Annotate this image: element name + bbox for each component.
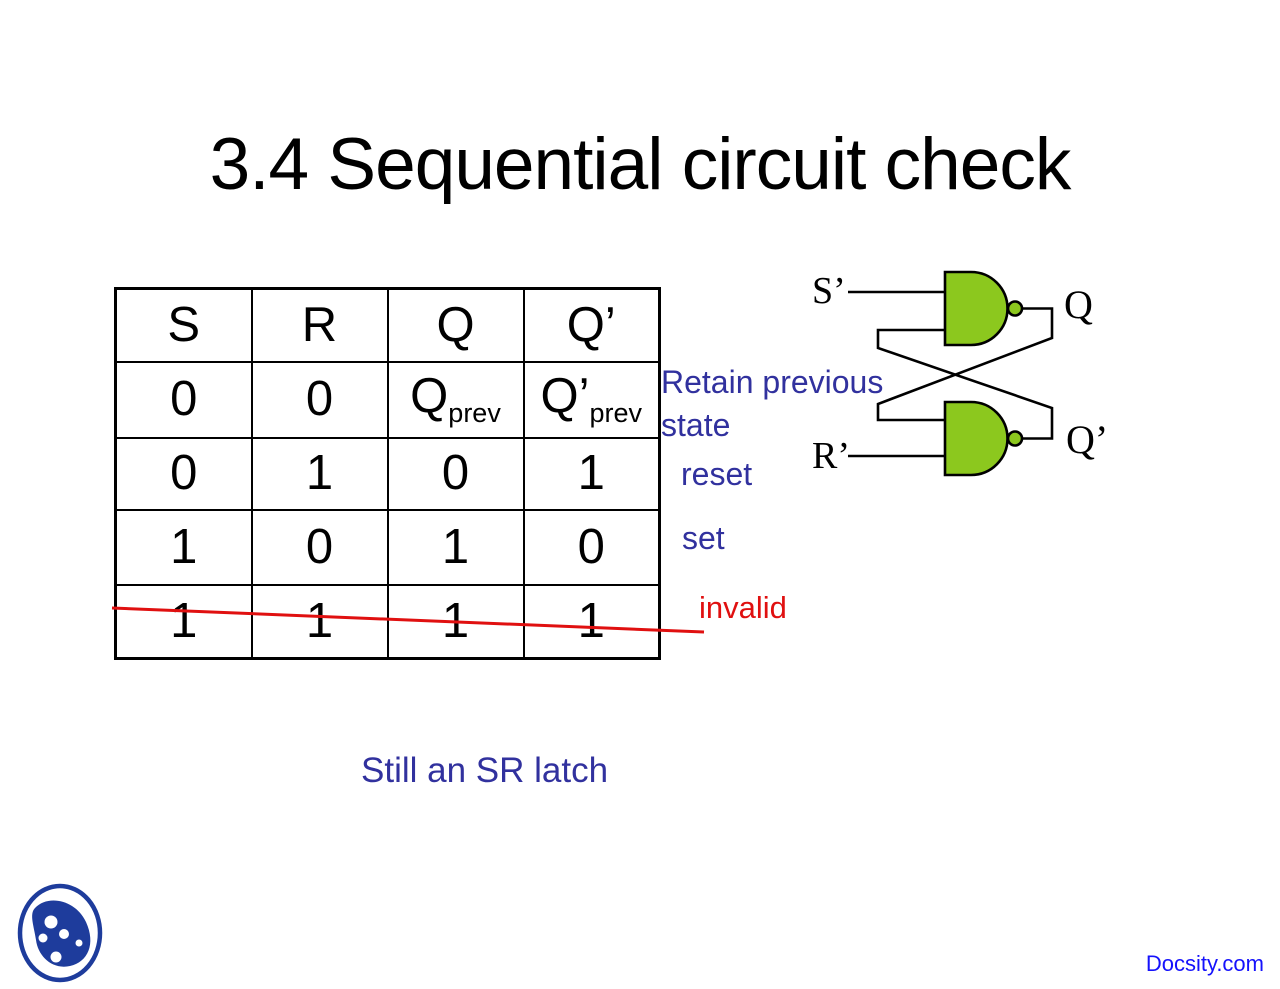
institution-logo-icon bbox=[17, 883, 103, 983]
cell: 1 bbox=[386, 583, 525, 660]
header-qn: Q’ bbox=[522, 287, 661, 363]
annotation-retain-line2: state bbox=[661, 407, 731, 443]
cell: 1 bbox=[386, 508, 525, 586]
qnprev-main: Q’ bbox=[540, 369, 590, 423]
label-qn-output: Q’ bbox=[1066, 417, 1108, 462]
cell: 1 bbox=[114, 583, 253, 660]
table-header-row: S R Q Q’ bbox=[114, 287, 661, 363]
cell: 1 bbox=[522, 583, 661, 660]
truth-table: S R Q Q’ 0 0 Qprev Q’prev 0 1 0 1 1 0 1 … bbox=[114, 287, 661, 660]
cell-qprev: Qprev bbox=[386, 360, 525, 439]
table-row-hold: 0 0 Qprev Q’prev bbox=[114, 360, 661, 439]
table-row-reset: 0 1 0 1 bbox=[114, 436, 661, 511]
annotation-set: set bbox=[682, 520, 725, 556]
cell: 1 bbox=[114, 508, 253, 586]
sr-latch-diagram: S’ R’ Q Q’ bbox=[812, 270, 1108, 477]
qprev-main: Q bbox=[410, 369, 449, 423]
cell: 0 bbox=[386, 436, 525, 511]
cell: 0 bbox=[250, 360, 389, 439]
annotation-reset: reset bbox=[681, 456, 753, 492]
table-row-set: 1 0 1 0 bbox=[114, 508, 661, 586]
qprev-subscript: prev bbox=[448, 398, 501, 428]
label-r-input: R’ bbox=[812, 435, 850, 477]
label-s-input: S’ bbox=[812, 270, 846, 312]
truth-table-container: S R Q Q’ 0 0 Qprev Q’prev 0 1 0 1 1 0 1 … bbox=[114, 287, 661, 660]
cell: 1 bbox=[250, 436, 389, 511]
nand-gate-bottom bbox=[943, 400, 1009, 477]
cell: 1 bbox=[250, 583, 389, 660]
table-row-invalid: 1 1 1 1 bbox=[114, 583, 661, 660]
cell-qnprev: Q’prev bbox=[522, 360, 661, 439]
wire-feedback-bottom-to-top bbox=[876, 328, 1054, 440]
cell: 0 bbox=[522, 508, 661, 586]
inverter-bubble-top bbox=[1006, 300, 1024, 317]
annotation-retain-line1: Retain previous bbox=[661, 364, 884, 400]
header-s: S bbox=[114, 287, 253, 363]
header-q: Q bbox=[386, 287, 525, 363]
wire-feedback-top-to-bottom bbox=[876, 307, 1054, 422]
header-r: R bbox=[250, 287, 389, 363]
cell: 0 bbox=[114, 360, 253, 439]
slide-caption: Still an SR latch bbox=[361, 751, 609, 790]
cell: 0 bbox=[114, 436, 253, 511]
cell: 1 bbox=[522, 436, 661, 511]
annotation-invalid: invalid bbox=[699, 590, 787, 625]
label-q-output: Q bbox=[1064, 282, 1093, 327]
inverter-bubble-bottom bbox=[1006, 430, 1024, 447]
nand-gate-top bbox=[943, 270, 1009, 347]
docsity-watermark: Docsity.com bbox=[1145, 951, 1264, 976]
cell: 0 bbox=[250, 508, 389, 586]
qnprev-subscript: prev bbox=[589, 398, 643, 428]
slide-title: 3.4 Sequential circuit check bbox=[209, 124, 1072, 205]
